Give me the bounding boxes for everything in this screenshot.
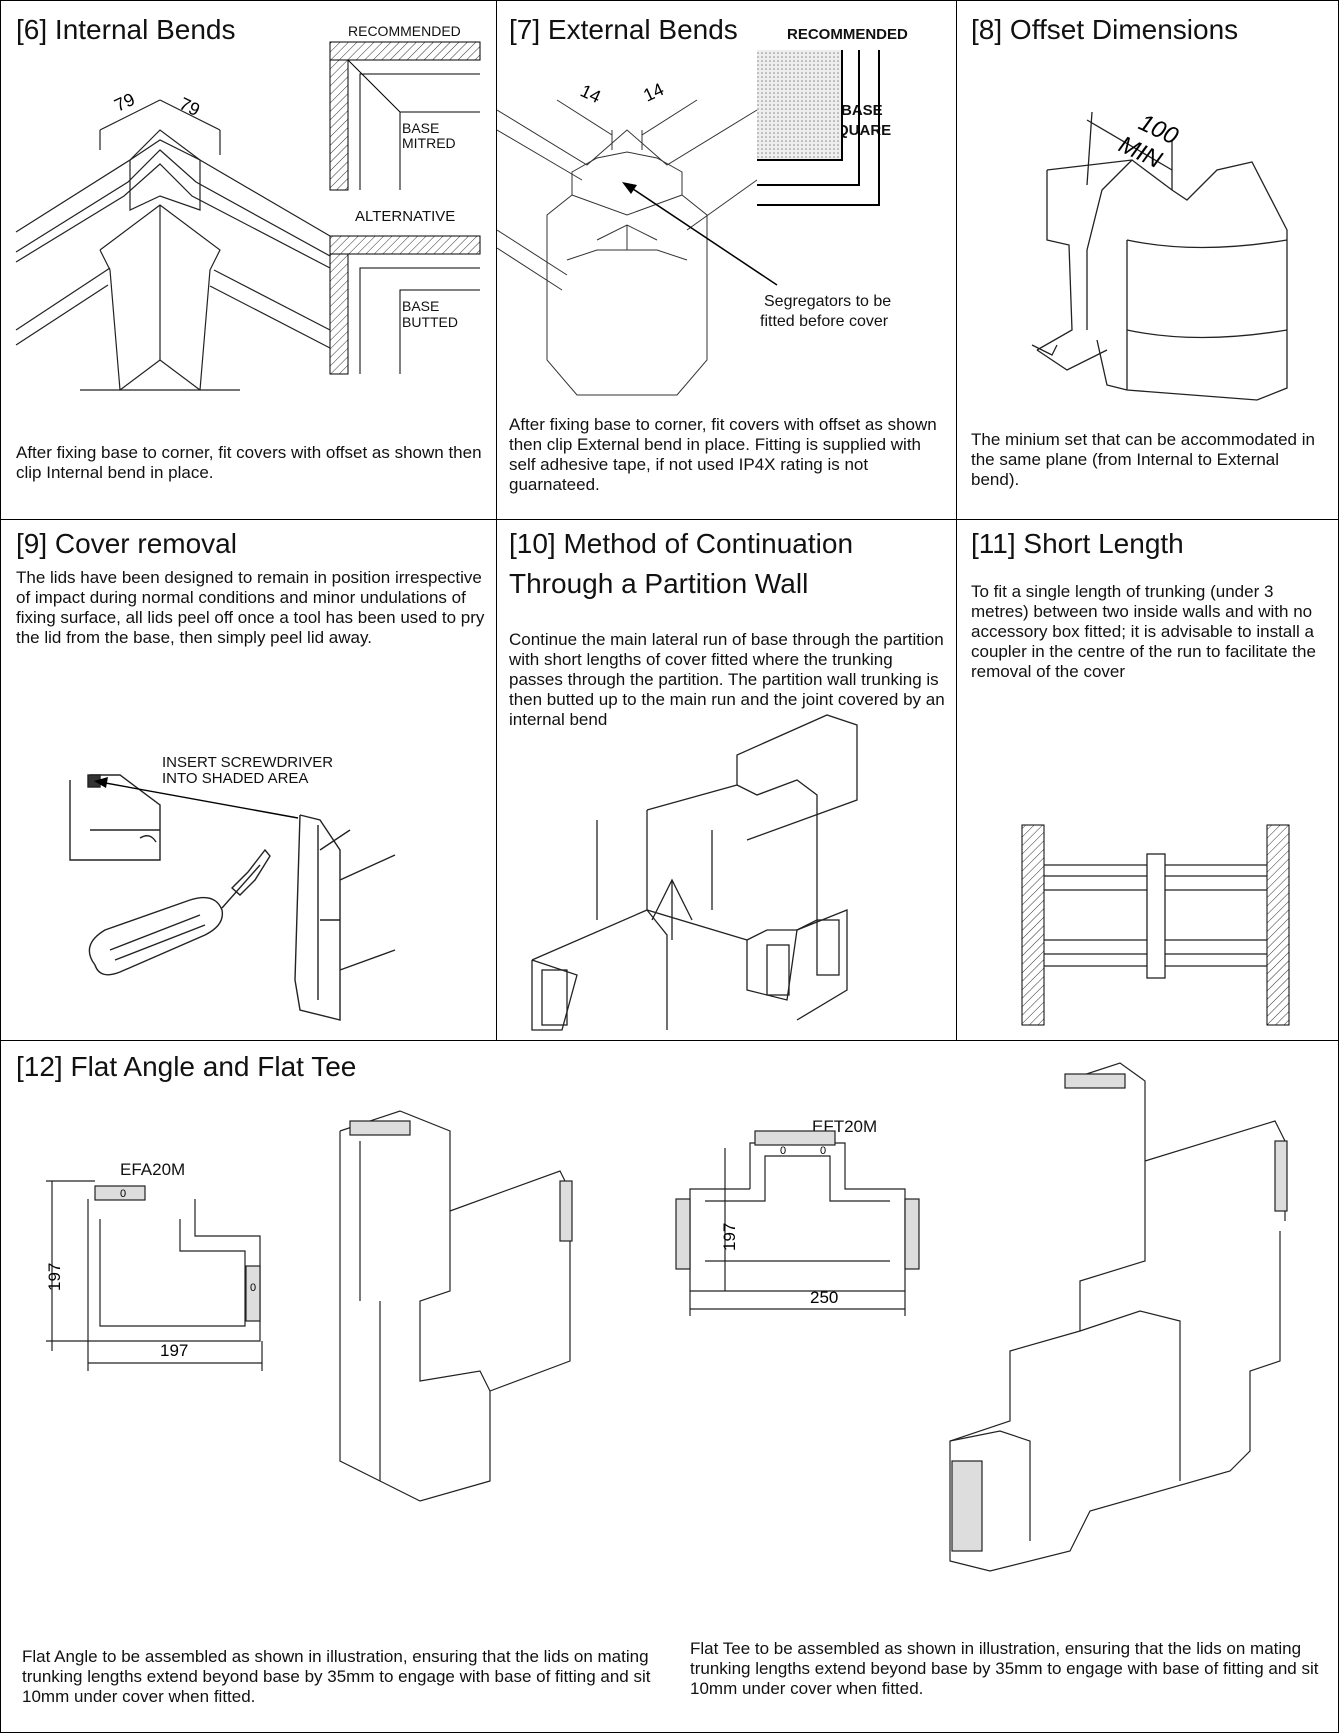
mark: 0 xyxy=(780,1145,786,1157)
angle-caption: Flat Angle to be assembled as shown in i… xyxy=(22,1647,651,1706)
dim-left: 14 xyxy=(577,80,604,107)
panel-title: [9] Cover removal xyxy=(16,528,237,559)
dim-left: 79 xyxy=(111,89,138,116)
panel-body: To fit a single length of trunking (unde… xyxy=(971,582,1316,681)
mark: 0 xyxy=(820,1145,826,1157)
panel-body: The lids have been designed to remain in… xyxy=(16,568,485,647)
divider-h1 xyxy=(0,519,1339,520)
panel-title: [6] Internal Bends xyxy=(16,14,236,45)
internal-bend-illustration: 79 79 xyxy=(15,41,481,391)
angle-dim-vertical: 197 xyxy=(45,1263,64,1291)
panel-partition-wall: [10] Method of Continuation Through a Pa… xyxy=(497,520,956,1040)
panel-caption: After fixing base to corner, fit covers … xyxy=(16,443,482,482)
panel-title: [12] Flat Angle and Flat Tee xyxy=(16,1051,357,1082)
base-label: BASE xyxy=(402,120,440,136)
base-label: BASE xyxy=(402,298,440,314)
panel-flat-angle-tee: [12] Flat Angle and Flat Tee EFA20M EFT2… xyxy=(0,1041,1339,1733)
divider-h2 xyxy=(0,1040,1339,1041)
panel-title: [11] Short Length xyxy=(971,528,1184,559)
angle-product-code: EFA20M xyxy=(120,1160,186,1179)
divider-v2 xyxy=(956,0,957,1041)
angle-dim-horizontal: 197 xyxy=(160,1341,188,1360)
callout-line-2: fitted before cover xyxy=(760,313,889,330)
external-bend-illustration: 14 14 xyxy=(497,50,880,396)
panel-internal-bends: [6] Internal Bends RECOMMENDED BASE MITR… xyxy=(0,0,496,519)
mark: 0 xyxy=(120,1188,126,1200)
dim-right: 14 xyxy=(640,79,667,106)
panel-external-bends: [7] External Bends RECOMMENDED BASE SQUA… xyxy=(497,0,956,519)
panel-caption: The minium set that can be accommodated … xyxy=(971,430,1315,489)
offset-illustration: 100 MIN xyxy=(1031,109,1288,401)
panel-body: Continue the main lateral run of base th… xyxy=(509,630,945,729)
callout-line-1: Segregators to be xyxy=(764,293,892,310)
mitred-label: MITRED xyxy=(402,135,456,151)
dim-right: 79 xyxy=(176,93,203,120)
recommended-label: RECOMMENDED xyxy=(348,23,461,39)
instruction-line-2: INTO SHADED AREA xyxy=(162,770,309,787)
tee-caption: Flat Tee to be assembled as shown in ill… xyxy=(690,1639,1319,1698)
flat-fittings-illustration: 197 197 197 250 0 0 0 0 xyxy=(45,1062,1288,1572)
partition-illustration xyxy=(531,714,858,1031)
tee-dim-horizontal: 250 xyxy=(810,1288,838,1307)
panel-offset-dimensions: [8] Offset Dimensions 100 MIN The minium… xyxy=(957,0,1339,519)
panel-caption: After fixing base to corner, fit covers … xyxy=(509,415,937,494)
short-length-illustration xyxy=(1021,824,1290,1026)
panel-title: [10] Method of Continuation Through a Pa… xyxy=(509,528,854,599)
alternative-label: ALTERNATIVE xyxy=(355,208,456,225)
recommended-label: RECOMMENDED xyxy=(787,26,908,43)
cover-removal-illustration xyxy=(69,774,396,1021)
mark: 0 xyxy=(250,1282,256,1294)
panel-title: [7] External Bends xyxy=(509,14,738,45)
instruction-line-1: INSERT SCREWDRIVER xyxy=(162,754,334,771)
panel-short-length: [11] Short Length To fit a single length… xyxy=(957,520,1339,1040)
panel-cover-removal: [9] Cover removal The lids have been des… xyxy=(0,520,496,1040)
panel-title: [8] Offset Dimensions xyxy=(971,14,1239,45)
tee-dim-vertical: 197 xyxy=(720,1223,739,1251)
divider-v1 xyxy=(496,0,497,1041)
butted-label: BUTTED xyxy=(402,314,458,330)
base-label: BASE xyxy=(841,102,883,119)
